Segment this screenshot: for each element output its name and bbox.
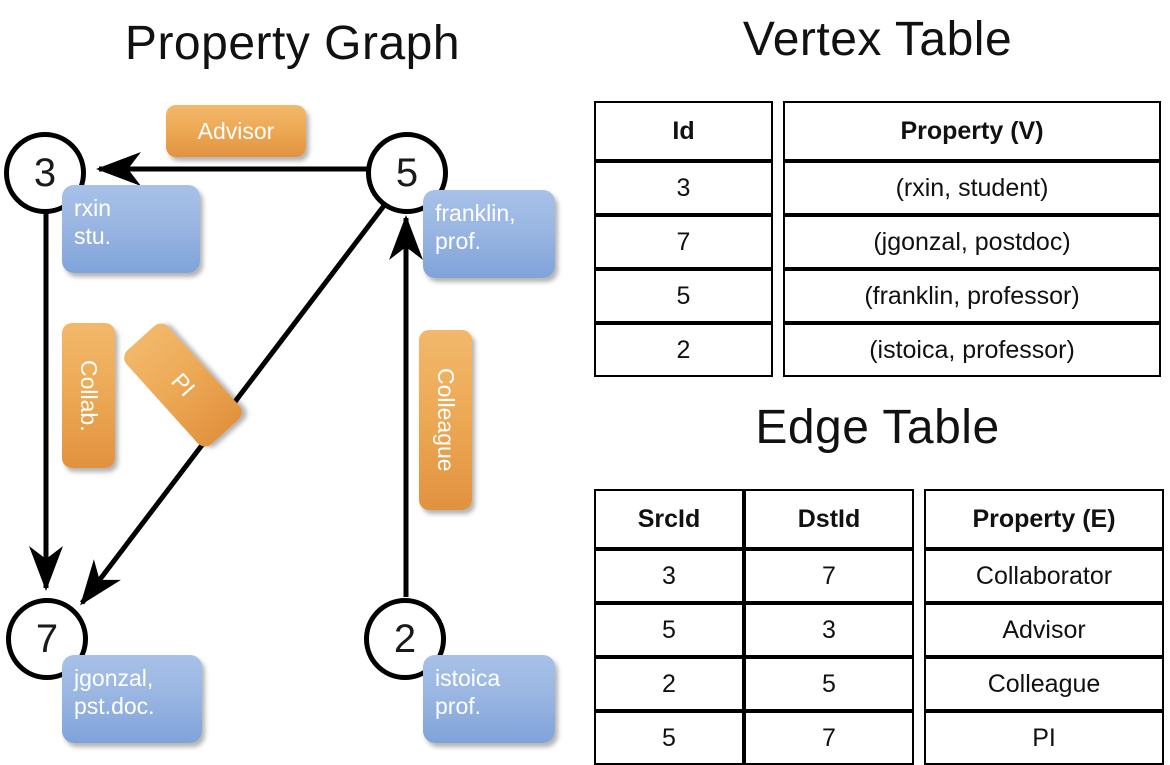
table-row[interactable]: 3 (rxin, student) xyxy=(594,161,1161,215)
graph-node-5[interactable]: 5 xyxy=(366,132,448,214)
vertex-cell-property: (rxin, student) xyxy=(783,161,1161,215)
edge-label-colleague: Colleague xyxy=(419,330,472,510)
vertex-cell-property: (franklin, professor) xyxy=(783,269,1161,323)
edge-cell-property: Colleague xyxy=(924,657,1164,711)
edge-cell-srcid: 3 xyxy=(594,549,744,603)
vertex-cell-property: (istoica, professor) xyxy=(783,323,1161,377)
vertex-box-line-2: pst.doc. xyxy=(74,693,155,720)
vertex-col-header-property: Property (V) xyxy=(783,101,1161,161)
vertex-box-line-2: stu. xyxy=(74,223,112,250)
vertex-property-box-franklin: franklin, prof. xyxy=(423,190,555,278)
page-title-edge-table: Edge Table xyxy=(755,401,1000,454)
edge-cell-dstid: 3 xyxy=(744,603,914,657)
table-row[interactable]: 5 3 Advisor xyxy=(594,603,1164,657)
vertex-cell-id: 5 xyxy=(594,269,773,323)
graph-node-2[interactable]: 2 xyxy=(364,598,446,680)
edge-col-header-dstid: DstId xyxy=(744,489,914,549)
vertex-cell-property: (jgonzal, postdoc) xyxy=(783,215,1161,269)
edge-cell-dstid: 7 xyxy=(744,549,914,603)
vertex-box-line-2: prof. xyxy=(435,693,482,720)
column-gap xyxy=(773,215,783,269)
edge-cell-dstid: 7 xyxy=(744,711,914,765)
table-header-row: SrcId DstId Property (E) xyxy=(594,489,1164,549)
column-gap xyxy=(914,711,924,765)
column-gap xyxy=(773,161,783,215)
edge-cell-srcid: 2 xyxy=(594,657,744,711)
edge-cell-property: Collaborator xyxy=(924,549,1164,603)
table-row[interactable]: 2 5 Colleague xyxy=(594,657,1164,711)
column-gap xyxy=(914,489,924,549)
vertex-box-line-1: istoica xyxy=(435,665,501,691)
vertex-box-line-1: franklin, xyxy=(435,200,516,226)
table-row[interactable]: 5 (franklin, professor) xyxy=(594,269,1161,323)
column-gap xyxy=(914,549,924,603)
column-gap xyxy=(914,657,924,711)
property-graph-diagram: 3 5 7 2 rxin stu. franklin, prof. jgonza… xyxy=(0,0,585,760)
vertex-col-header-id: Id xyxy=(594,101,773,161)
edge-col-header-property: Property (E) xyxy=(924,489,1164,549)
edge-cell-srcid: 5 xyxy=(594,711,744,765)
vertex-property-box-istoica: istoica prof. xyxy=(423,655,555,743)
vertex-box-line-1: jgonzal, xyxy=(74,665,154,691)
vertex-cell-id: 3 xyxy=(594,161,773,215)
table-row[interactable]: 5 7 PI xyxy=(594,711,1164,765)
vertex-property-box-rxin: rxin stu. xyxy=(62,185,200,273)
table-row[interactable]: 7 (jgonzal, postdoc) xyxy=(594,215,1161,269)
vertex-property-box-jgonzal: jgonzal, pst.doc. xyxy=(62,655,202,743)
edge-table: SrcId DstId Property (E) 3 7 Collaborato… xyxy=(594,489,1164,765)
column-gap xyxy=(773,269,783,323)
edge-cell-dstid: 5 xyxy=(744,657,914,711)
page-title-vertex-table: Vertex Table xyxy=(742,13,1013,66)
edge-cell-property: Advisor xyxy=(924,603,1164,657)
edge-cell-srcid: 5 xyxy=(594,603,744,657)
column-gap xyxy=(773,323,783,377)
table-row[interactable]: 3 7 Collaborator xyxy=(594,549,1164,603)
edge-cell-property: PI xyxy=(924,711,1164,765)
page-title-property-graph: Property Graph xyxy=(124,17,461,70)
table-header-row: Id Property (V) xyxy=(594,101,1161,161)
vertex-cell-id: 7 xyxy=(594,215,773,269)
vertex-table: Id Property (V) 3 (rxin, student) 7 (jgo… xyxy=(594,101,1161,377)
vertex-box-line-2: prof. xyxy=(435,228,482,255)
vertex-box-line-1: rxin xyxy=(74,195,112,221)
edge-label-advisor: Advisor xyxy=(166,105,306,157)
table-row[interactable]: 2 (istoica, professor) xyxy=(594,323,1161,377)
edge-col-header-srcid: SrcId xyxy=(594,489,744,549)
column-gap xyxy=(773,101,783,161)
vertex-cell-id: 2 xyxy=(594,323,773,377)
edge-label-collab: Collab. xyxy=(62,323,115,468)
column-gap xyxy=(914,603,924,657)
